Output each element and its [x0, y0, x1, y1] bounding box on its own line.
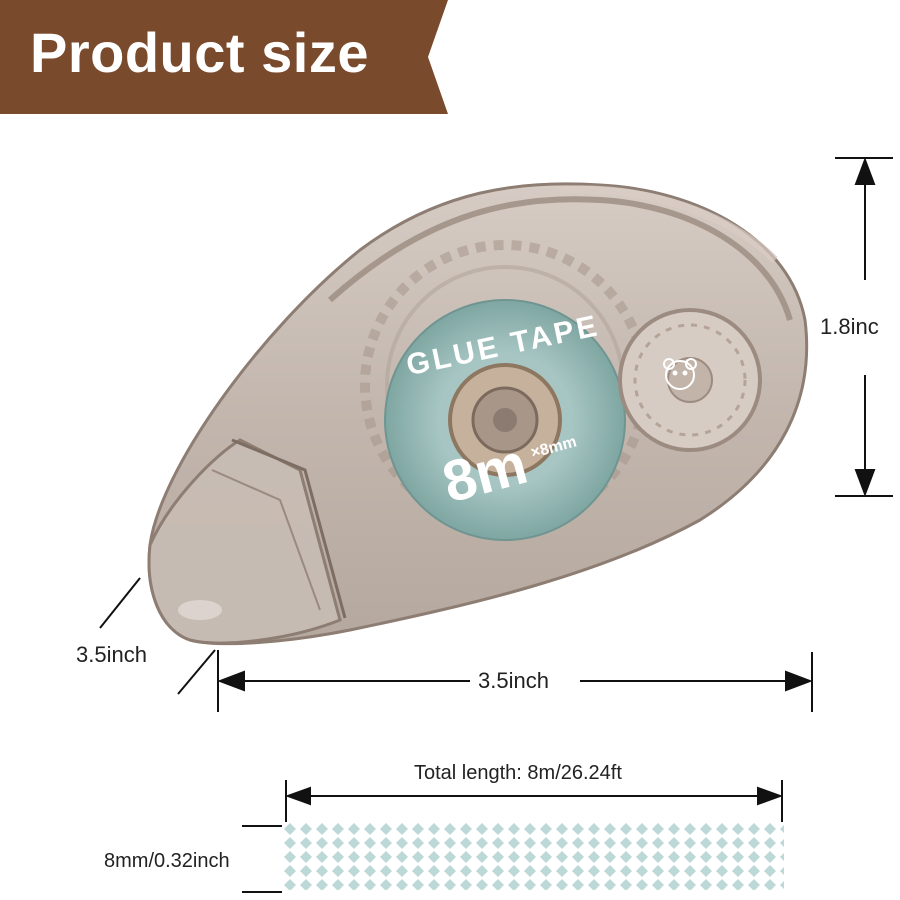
tape-width-label: 8mm/0.32inch: [104, 850, 230, 873]
tape-strip-pattern: [282, 822, 784, 890]
title-banner: Product size: [0, 0, 900, 115]
banner-ribbon-shape: [0, 0, 448, 114]
total-length-label: Total length: 8m/26.24ft: [414, 762, 622, 785]
depth-label: 3.5inch: [76, 642, 147, 668]
banner-title: Product size: [30, 21, 369, 84]
height-label: 1.8inc: [820, 314, 879, 340]
width-label: 3.5inch: [478, 668, 549, 694]
applicator-tip: [147, 438, 342, 645]
bear-icon: [663, 358, 697, 390]
